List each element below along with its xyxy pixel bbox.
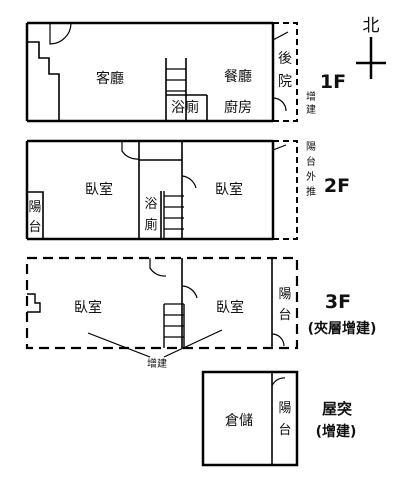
f3-door-swing-3	[271, 333, 285, 347]
f2-east-door	[272, 144, 287, 151]
f3-level-note: (夾層增建)	[308, 320, 377, 337]
f1-bathroom-label: 浴廁	[171, 99, 199, 116]
f1-addition-label-2: 建	[306, 103, 316, 116]
f1-dining-room-label: 餐廳	[224, 68, 252, 85]
f2-balcony-ext-1: 陽	[306, 141, 316, 153]
f2-bathroom-label-1: 浴	[144, 197, 157, 212]
f3-balcony-label-1: 陽	[278, 287, 291, 302]
f2-door-swing-1	[121, 141, 140, 160]
roof-balcony-label-2: 台	[278, 423, 291, 438]
f1-backyard-door-lower	[272, 97, 287, 112]
f1-level-label: 1F	[320, 71, 346, 93]
f2-west-balcony-wall	[27, 191, 44, 239]
f3-addition-pointer-left	[87, 332, 151, 358]
f1-backyard-boundary	[273, 22, 298, 122]
roof-balcony-label-1: 陽	[278, 401, 291, 416]
north-label: 北	[363, 16, 380, 36]
f1-backyard-label-2: 院	[278, 74, 292, 90]
f2-balcony-ext-4: 推	[306, 185, 316, 198]
f3-addition-label: 增建	[147, 357, 167, 370]
f1-backyard-door	[272, 31, 289, 41]
roof-outline	[201, 370, 299, 467]
f2-balcony-ext-2: 台	[306, 155, 316, 168]
f2-balcony-label-1: 陽	[28, 200, 41, 215]
f3-addition-pointer-right	[163, 329, 223, 358]
f2-balcony-ext-3: 外	[306, 171, 316, 183]
f3-balcony-label-2: 台	[278, 308, 291, 323]
f3-bedroom-east-label: 臥室	[216, 299, 244, 316]
f2-balcony-boundary	[273, 140, 298, 240]
f2-bathroom-label-2: 廁	[144, 217, 157, 233]
f1-living-room-label: 客廳	[96, 70, 124, 87]
f3-staircase	[163, 303, 185, 348]
f2-bedroom-west-label: 臥室	[85, 181, 113, 198]
f3-bedroom-west-label: 臥室	[74, 299, 102, 316]
roof-level-note: (增建)	[316, 423, 357, 440]
compass: 北	[356, 16, 386, 79]
f2-door-swing-2	[181, 175, 197, 189]
roof-door-swing	[271, 377, 286, 387]
floor-1-plan: 客廳 餐廳 浴廁 廚房 後 院 增 建 1F	[25, 21, 346, 123]
f2-bedroom-east-label: 臥室	[215, 181, 243, 198]
f3-level-label: 3F	[325, 291, 351, 313]
f1-backyard-label-1: 後	[278, 51, 292, 67]
floor-3-plan: 臥室 臥室 陽 台 增建 3F (夾層增建)	[25, 256, 377, 370]
f1-west-notch	[27, 41, 60, 121]
f3-door-swing-1	[149, 258, 167, 277]
f3-door-swing-2	[181, 285, 198, 299]
floor-2-plan: 陽 台 臥室 浴 廁 臥室 陽 台 外 推 2F	[25, 139, 350, 241]
f3-west-notch	[27, 293, 41, 313]
roof-level-label: 屋突	[322, 400, 352, 418]
f1-kitchen-label: 廚房	[224, 99, 252, 116]
f1-addition-label-1: 增	[306, 90, 316, 103]
f3-outline	[25, 256, 299, 350]
f1-staircase	[165, 58, 187, 121]
f2-balcony-label-2: 台	[28, 220, 41, 235]
roof-plan: 倉儲 陽 台 屋突 (增建)	[201, 370, 357, 467]
roof-storage-label: 倉儲	[225, 413, 253, 429]
f1-door-swing	[49, 22, 72, 45]
f2-level-label: 2F	[324, 175, 350, 197]
f2-staircase	[163, 191, 184, 239]
